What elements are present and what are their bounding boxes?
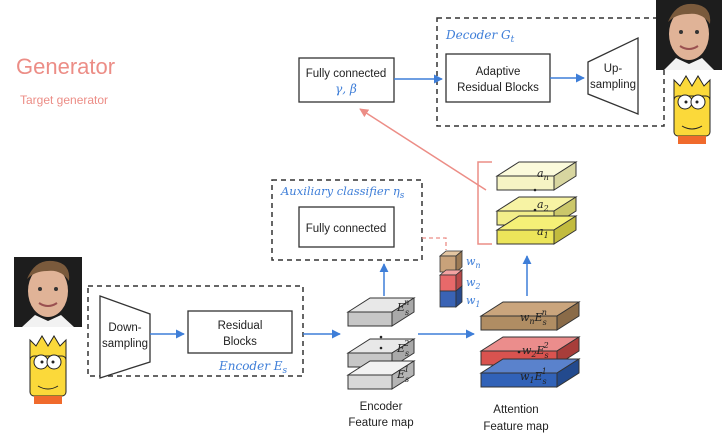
- decoder-fc-params: γ, β: [335, 82, 357, 96]
- decoder-label: Decoder Gt: [445, 28, 515, 45]
- encoder-map-caption-2: Feature map: [348, 417, 413, 429]
- output-cartoon-image: [673, 75, 711, 144]
- attention-feature-map: wnEsn w2Es2 w1Es1: [479, 301, 581, 388]
- weight-2-label: w2: [466, 276, 481, 291]
- attention-map-caption-1: Attention: [493, 404, 538, 416]
- attention-stack-bracket: [477, 161, 492, 245]
- weight-1-label: w1: [466, 294, 481, 309]
- classifier-fc-box: [298, 206, 395, 248]
- adaptive-residual-box: [445, 53, 551, 103]
- arrow-stack-to-fc: [359, 108, 487, 191]
- decoder-fc-box: [298, 57, 395, 103]
- weight-n-label: wn: [466, 255, 481, 270]
- encoder-layer-2-label: Es2: [396, 339, 409, 358]
- diagram-title: Generator: [16, 54, 115, 79]
- adaptive-residual-line1: Adaptive: [476, 66, 521, 78]
- residual-blocks-line2: Blocks: [223, 336, 257, 348]
- input-cartoon-image: [29, 335, 67, 404]
- attention-layer-n-label: wnEsn: [520, 308, 547, 327]
- downsampling-line2: sampling: [102, 338, 148, 350]
- stack-layer-n-label: an: [537, 167, 549, 182]
- upsampling-line2: sampling: [590, 79, 636, 91]
- downsampling-line1: Down-: [108, 322, 141, 334]
- classifier-fc-label: Fully connected: [306, 223, 387, 235]
- adaptive-residual-line2: Residual Blocks: [457, 82, 539, 94]
- weight-cubes: [438, 250, 464, 308]
- encoder-layer-1-label: Es1: [396, 365, 409, 384]
- residual-blocks-line1: Residual: [218, 320, 263, 332]
- encoder-layer-n-label: Esn: [396, 298, 409, 317]
- decoder-frame: [436, 17, 665, 127]
- encoder-label: Encoder Es: [218, 359, 288, 376]
- attention-layer-2-label: w2Es2: [522, 341, 549, 360]
- encoder-feature-map: Esn Es2 Es1: [346, 297, 416, 390]
- residual-blocks-box: [187, 310, 293, 354]
- attention-map-caption-2: Feature map: [483, 421, 548, 433]
- attention-stack: an a2 a1: [495, 161, 578, 245]
- encoder-map-caption-1: Encoder: [360, 401, 403, 413]
- classifier-frame: [271, 179, 423, 261]
- stack-layer-2-label: a2: [537, 198, 549, 213]
- upsampling-line1: Up-: [604, 63, 623, 75]
- classifier-to-weights-link: [422, 237, 447, 250]
- stack-layer-1-label: a1: [537, 225, 549, 240]
- output-face-image: [656, 0, 722, 70]
- decoder-fc-label: Fully connected: [306, 68, 387, 80]
- diagram-subtitle: Target generator: [20, 93, 108, 107]
- downsampling-shape: [99, 295, 151, 379]
- input-face-image: [14, 257, 82, 327]
- classifier-label: Auxiliary classifier ηs: [280, 184, 405, 201]
- upsampling-shape: [587, 36, 639, 115]
- attention-layer-1-label: w1Es1: [520, 367, 547, 386]
